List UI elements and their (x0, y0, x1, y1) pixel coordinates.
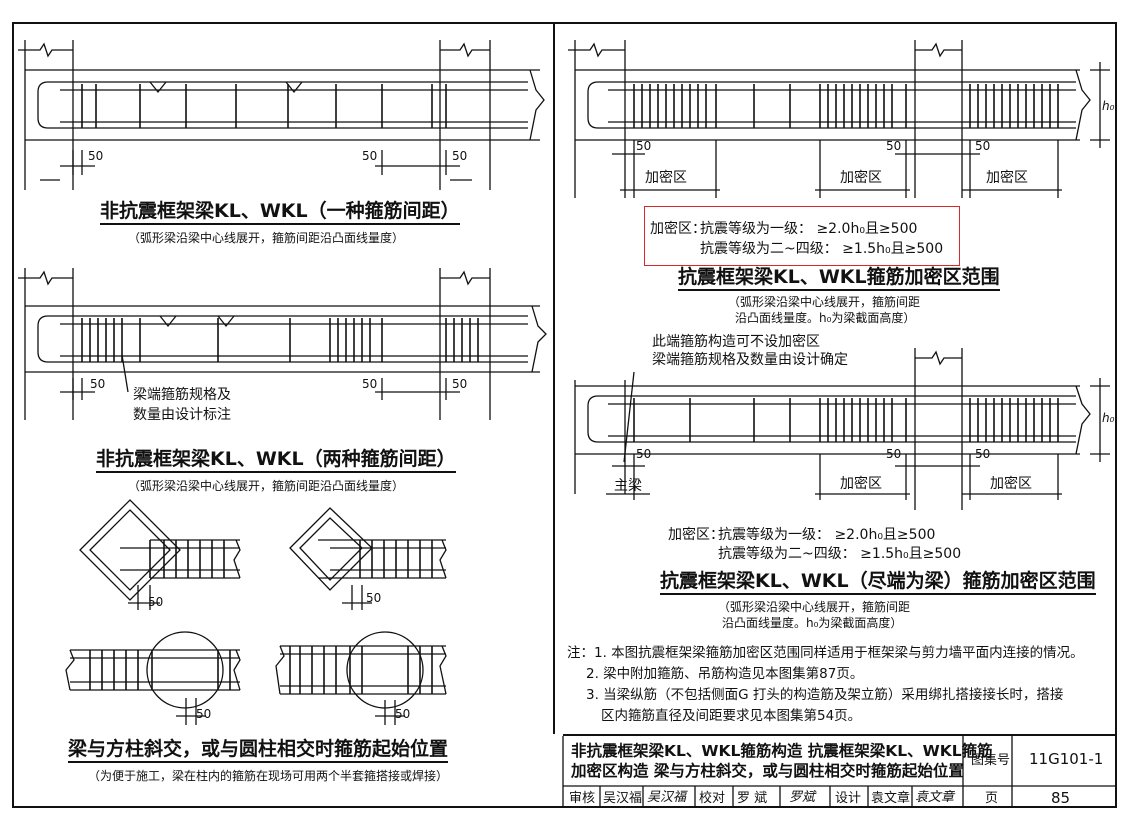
diagram1-title: 非抗震框架梁KL、WKL（一种箍筋间距） (100, 202, 460, 225)
diagram2-dim-right: 50 (452, 377, 468, 391)
title-block-main-line2: 加密区构造 梁与方柱斜交，或与圆柱相交时箍筋起始位置 (571, 762, 964, 780)
diagram2-annotation-line2: 数量由设计标注 (133, 407, 231, 423)
diagram5-annotation-line1: 此端箍筋构造可不设加密区 (652, 334, 820, 350)
diagram4-subtitle-line1: （弧形梁沿梁中心线展开，箍筋间距 (728, 295, 921, 309)
diagram1-dim-right: 50 (452, 149, 468, 163)
diagram5-dim-left: 50 (636, 447, 652, 461)
diagram3-round-column-left (65, 631, 241, 725)
diagram1-subtitle: （弧形梁沿梁中心线展开，箍筋间距沿凸面线量度） (128, 231, 405, 245)
diagram3-title: 梁与方柱斜交，或与圆柱相交时箍筋起始位置 (68, 740, 449, 763)
diagram4-title: 抗震框架梁KL、WKL箍筋加密区范围 (678, 268, 1000, 291)
diagram5-main-beam-label: 主梁 (614, 478, 642, 494)
diagram3-square-column-left (79, 499, 241, 610)
page-number: 85 (1051, 789, 1071, 807)
title-block-main: 非抗震框架梁KL、WKL箍筋构造 抗震框架梁KL、WKL箍筋 加密区构造 梁与方… (571, 741, 993, 781)
diagram5-rule-prefix: 加密区： (668, 527, 724, 543)
diagram3-dim-4: 50 (395, 707, 411, 721)
note-1: 注：1. 本图抗震框架梁箍筋加密区范围同样适用于框架梁与剪力墙平面内连接的情况。 (567, 645, 1084, 661)
diagram4-dim-right: 50 (975, 139, 991, 153)
page-label: 页 (985, 791, 999, 806)
diagram5-rule-line2: 抗震等级为二~四级： ≥1.5h₀且≥500 (718, 546, 962, 562)
diagram2-dim-mid: 50 (362, 377, 378, 391)
diagram4-dim-mid: 50 (886, 139, 902, 153)
diagram5-title: 抗震框架梁KL、WKL（尽端为梁）箍筋加密区范围 (660, 572, 1096, 595)
diagram3-subtitle: （为便于施工，梁在柱内的箍筋在现场可用两个半套箍搭接或焊接） (88, 769, 449, 783)
diagram4-zone-right: 加密区 (986, 170, 1028, 186)
diagram2-beam (18, 268, 547, 420)
atlas-number: 11G101-1 (1029, 750, 1104, 768)
diagram5-dim-right: 50 (975, 447, 991, 461)
title-block: 非抗震框架梁KL、WKL箍筋构造 抗震框架梁KL、WKL箍筋 加密区构造 梁与方… (563, 734, 1117, 810)
role-review: 审核 (569, 791, 596, 806)
notes: 注：1. 本图抗震框架梁箍筋加密区范围同样适用于框架梁与剪力墙平面内连接的情况。… (567, 643, 1084, 727)
diagram5-zone-right: 加密区 (990, 476, 1032, 492)
diagram5-subtitle-line2: 沿凸面线量度。h₀为梁截面高度） (722, 616, 903, 630)
diagram5-zone-mid: 加密区 (840, 476, 882, 492)
diagram5-annotation-line2: 梁端箍筋规格及数量由设计确定 (652, 352, 848, 368)
diagram5-subtitle-line1: （弧形梁沿梁中心线展开，箍筋间距 (718, 600, 911, 614)
name-review: 吴汉福 (603, 791, 643, 806)
note-2: 2. 梁中附加箍筋、吊筋构造见本图集第87页。 (586, 666, 864, 682)
note-3: 3. 当梁纵筋（不包括侧面G 打头的构造筋及架立筋）采用绑扎搭接接长时，搭接 (586, 687, 1064, 703)
diagram4-dim-left: 50 (636, 139, 652, 153)
diagram3-round-column-right (275, 631, 447, 725)
diagram1-dim-mid: 50 (362, 149, 378, 163)
diagram2-title: 非抗震框架梁KL、WKL（两种箍筋间距） (96, 450, 456, 473)
diagram5-beam (574, 348, 1110, 510)
signature-proofread: 罗斌 (789, 790, 816, 805)
diagram2-subtitle: （弧形梁沿梁中心线展开，箍筋间距沿凸面线量度） (128, 479, 405, 493)
diagram4-zone-left: 加密区 (645, 170, 687, 186)
diagram3-dim-1: 50 (148, 595, 164, 609)
diagram1-dim-left: 50 (88, 149, 104, 163)
title-block-main-line1: 非抗震框架梁KL、WKL箍筋构造 抗震框架梁KL、WKL箍筋 (571, 742, 993, 760)
diagram3-dim-2: 50 (366, 591, 382, 605)
diagram4-rule-prefix: 加密区： (650, 221, 706, 237)
diagram4-subtitle-line2: 沿凸面线量度。h₀为梁截面高度） (735, 311, 916, 325)
diagram5-height-label: h₀ (1102, 411, 1115, 425)
name-proofread: 罗 斌 (737, 791, 768, 806)
signature-review: 吴汉福 (647, 790, 687, 805)
diagram4-rule-line2: 抗震等级为二~四级： ≥1.5h₀且≥500 (700, 241, 944, 257)
diagram4-rule-highlight-box (644, 206, 960, 266)
diagram3-square-column-right (289, 507, 447, 610)
title-block-grid (562, 736, 1117, 808)
note-4: 区内箍筋直径及间距要求见本图集第54页。 (601, 708, 862, 724)
role-proofread: 校对 (699, 791, 726, 806)
center-divider (553, 22, 555, 734)
atlas-label: 图集号 (971, 753, 1011, 768)
diagram1-beam (18, 40, 545, 190)
diagram5-dim-mid: 50 (886, 447, 902, 461)
diagram4-zone-mid: 加密区 (840, 170, 882, 186)
diagram5-rule-line1: 抗震等级为一级： ≥2.0h₀且≥500 (718, 527, 936, 543)
diagram4-beam (568, 40, 1110, 198)
diagram4-rule-line1: 抗震等级为一级： ≥2.0h₀且≥500 (700, 221, 918, 237)
diagram3-dim-3: 50 (196, 707, 212, 721)
role-design: 设计 (835, 791, 862, 806)
diagram4-height-label: h₀ (1102, 99, 1115, 113)
drawing-frame (12, 22, 1117, 808)
signature-design: 袁文章 (915, 790, 955, 805)
diagram2-annotation-line1: 梁端箍筋规格及 (133, 387, 231, 403)
name-design: 袁文章 (871, 791, 911, 806)
diagram2-dim-left: 50 (90, 377, 106, 391)
